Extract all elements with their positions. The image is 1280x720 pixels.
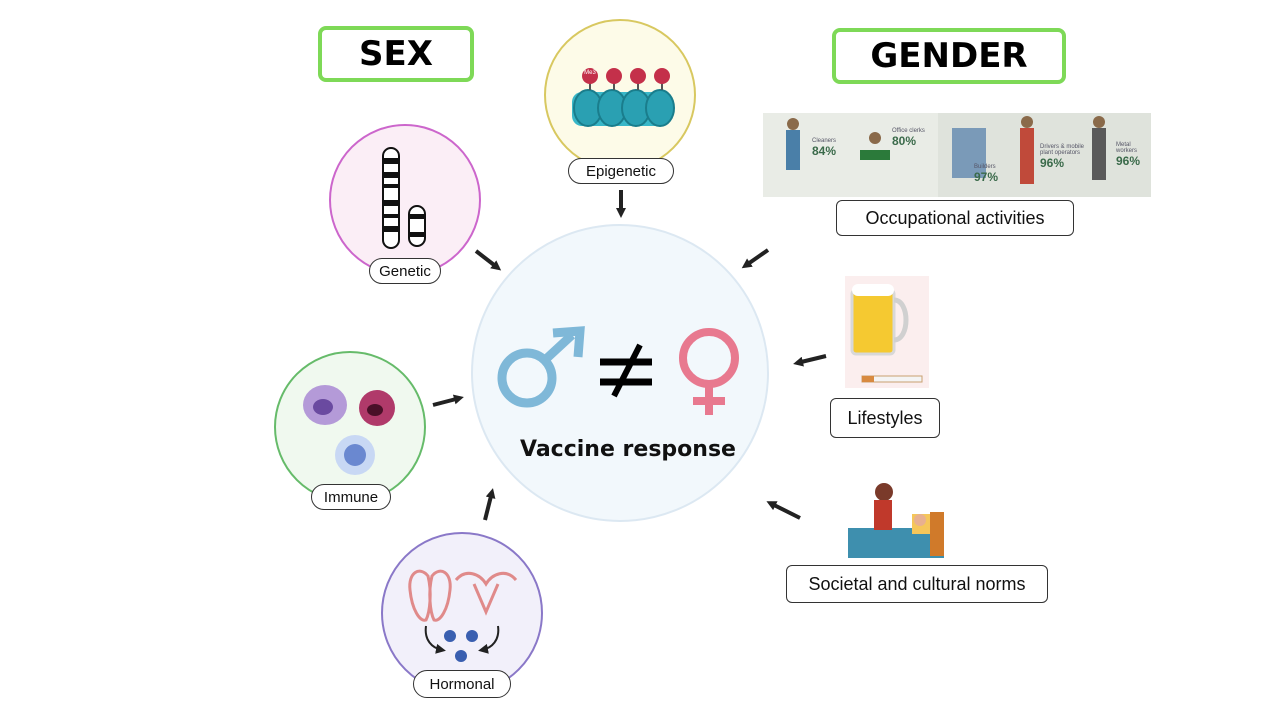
epigenetic-node: [544, 19, 696, 171]
genetic-label: Genetic: [369, 258, 441, 284]
genetic-node: [329, 124, 481, 276]
arrow-hormonal: [483, 488, 496, 521]
immune-label: Immune: [311, 484, 391, 510]
occupation-office: Office clerks 80%: [892, 128, 925, 148]
chromosome-icon: [382, 147, 426, 249]
occupation-builders: Builders 97%: [974, 164, 999, 184]
immune-cells-icon: [303, 385, 395, 475]
societal-label: Societal and cultural norms: [786, 565, 1048, 603]
arrow-societal: [766, 501, 801, 520]
not-equal-icon: [600, 343, 652, 398]
arrows: [432, 190, 827, 521]
epigenetic-label: Epigenetic: [568, 158, 674, 184]
gender-heading: GENDER: [832, 28, 1066, 84]
center-circle: [471, 224, 769, 522]
sex-heading: SEX: [318, 26, 474, 82]
immune-node: [274, 351, 426, 503]
arrow-occupational: [741, 248, 770, 269]
arrow-immune: [432, 394, 464, 407]
hormonal-node: [381, 532, 543, 694]
occupation-drivers: Drivers & mobile plant operators 96%: [1040, 144, 1085, 170]
beer-cigarette-illustration: [845, 276, 929, 388]
male-symbol-icon: [497, 326, 585, 408]
occupation-cleaners: Cleaners 84%: [812, 138, 837, 158]
center-title: Vaccine response: [520, 437, 736, 462]
occupation-metal: Metal workers 96%: [1116, 142, 1141, 168]
lifestyles-label: Lifestyles: [830, 398, 940, 438]
arrow-genetic: [474, 249, 502, 271]
female-symbol-icon: [679, 328, 739, 415]
nucleosome-icon: [572, 68, 675, 127]
occupational-illustration: [763, 113, 1151, 197]
arrow-lifestyles: [793, 354, 827, 367]
reproductive-organs-icon: [408, 569, 518, 662]
histone-tag-label: Me3: [584, 70, 596, 76]
hormonal-label: Hormonal: [413, 670, 511, 698]
occupational-label: Occupational activities: [836, 200, 1074, 236]
caregiver-illustration: [848, 483, 944, 558]
